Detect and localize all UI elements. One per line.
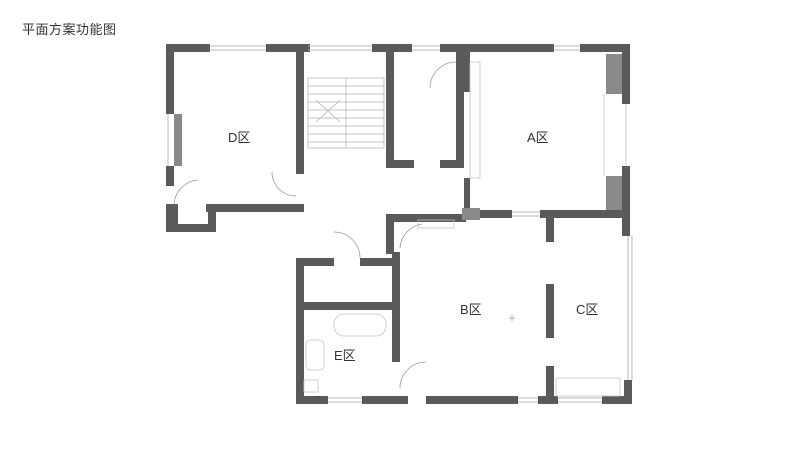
door-b-top	[399, 223, 423, 249]
b-counter	[417, 219, 455, 229]
room-c-label: C区	[576, 302, 598, 317]
room-b-label: B区	[460, 302, 482, 317]
door-b-bottom	[399, 361, 427, 389]
stair-walls	[304, 44, 466, 254]
room-d-walls	[166, 44, 310, 232]
page-title: 平面方案功能图	[22, 22, 117, 37]
entry-room-walls	[386, 44, 464, 168]
b-center-mark	[509, 315, 515, 321]
door-d-lower	[173, 179, 199, 205]
room-e-walls	[296, 258, 408, 404]
c-bench	[555, 377, 621, 397]
door-d-right	[271, 171, 297, 197]
toilet	[305, 339, 325, 371]
basin	[303, 379, 319, 393]
room-a-walls	[464, 44, 630, 236]
room-a-label: A区	[527, 130, 549, 145]
a-cabinet-bottom	[606, 176, 622, 210]
staircase	[307, 77, 385, 149]
room-d-label: D区	[228, 130, 250, 145]
d-side-cabinet	[174, 114, 182, 166]
room-c-walls	[602, 380, 632, 404]
bathtub	[333, 313, 387, 337]
room-e-label: E区	[334, 348, 356, 363]
a-partition	[469, 61, 481, 179]
a-column	[462, 208, 480, 220]
door-e	[333, 231, 361, 259]
door-entry	[429, 61, 457, 89]
room-b-walls	[392, 210, 558, 404]
a-cabinet-top	[606, 54, 622, 94]
